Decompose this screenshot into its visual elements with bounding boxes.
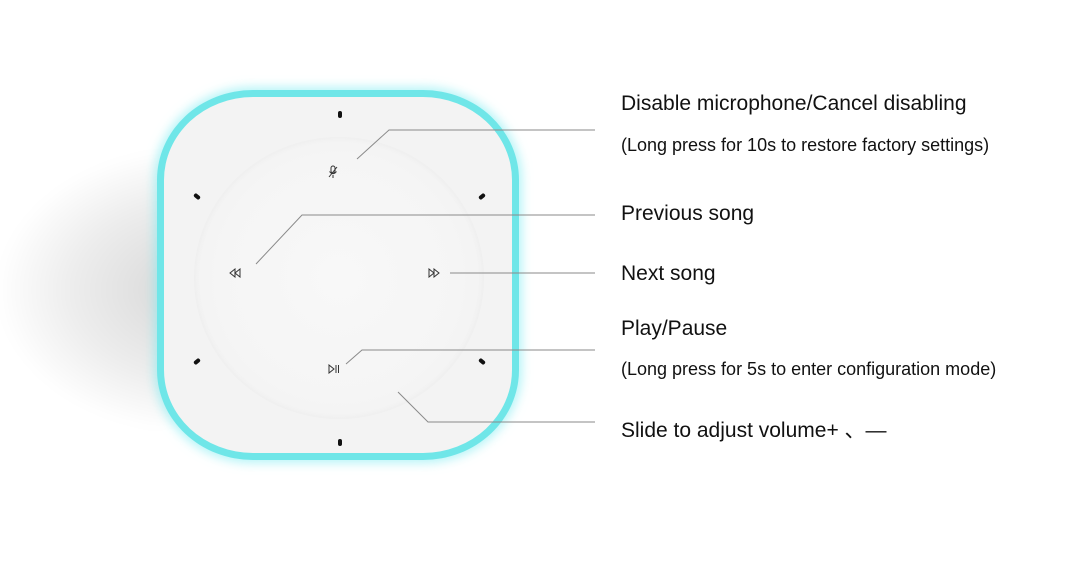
leader-line-microphone <box>356 129 595 160</box>
led-dot-bottom <box>338 439 342 446</box>
leader-line-volume <box>397 391 595 423</box>
label-play-pause: Play/Pause <box>621 317 728 340</box>
fast-forward-icon[interactable] <box>428 267 440 280</box>
led-dot-top <box>338 111 342 118</box>
label-previous-song: Previous song <box>621 202 755 225</box>
play-pause-icon[interactable] <box>328 363 340 376</box>
label-next-song: Next song <box>621 262 716 285</box>
smart-speaker-top <box>157 90 519 460</box>
sublabel-play-pause: (Long press for 5s to enter configuratio… <box>621 359 997 379</box>
label-microphone: Disable microphone/Cancel disabling <box>621 92 967 115</box>
label-volume: Slide to adjust volume+ 、— <box>621 419 887 442</box>
sublabel-microphone: (Long press for 10s to restore factory s… <box>621 135 990 155</box>
leader-line-previous <box>255 214 595 265</box>
mic-off-icon[interactable] <box>328 165 338 181</box>
leader-line-play-pause <box>345 349 595 365</box>
rewind-icon[interactable] <box>229 267 241 280</box>
